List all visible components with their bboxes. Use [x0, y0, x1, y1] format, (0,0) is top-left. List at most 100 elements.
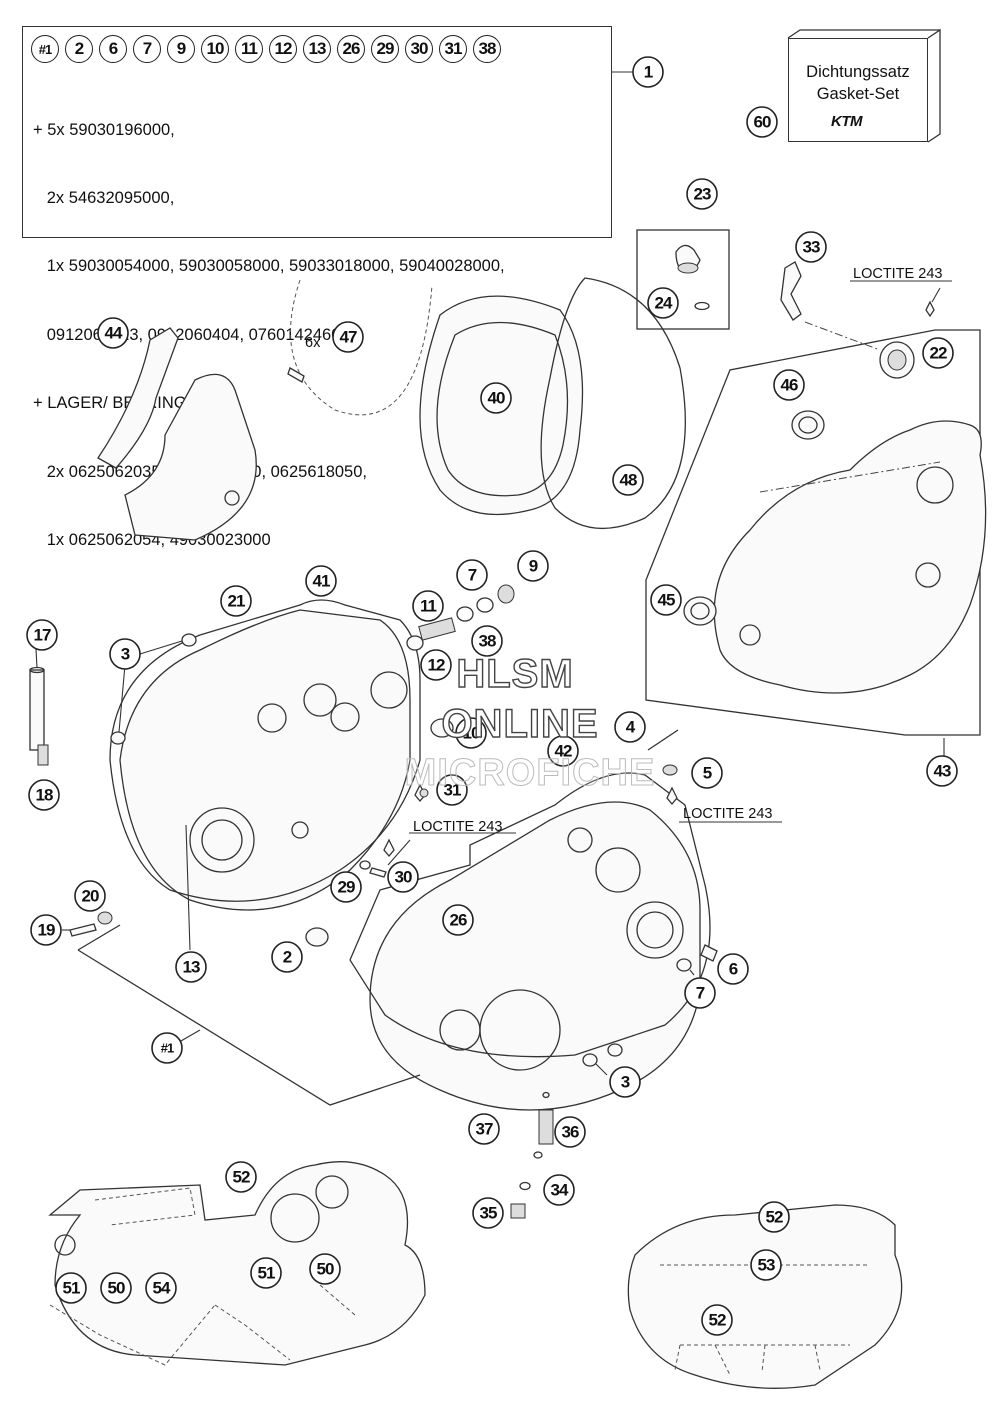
leader-line [139, 640, 183, 655]
washer-20 [97, 911, 113, 925]
callout-number: 19 [38, 921, 55, 940]
callout-number: 51 [63, 1279, 80, 1298]
callout-number: 26 [450, 911, 467, 930]
cover-boss [916, 466, 954, 504]
gasket-set-title-en: Gasket-Set [816, 85, 900, 103]
main-bearing-bore-inner [201, 819, 243, 861]
assembly-outline [77, 949, 421, 1106]
callout-number: 1 [644, 63, 653, 82]
callout-number: 60 [754, 113, 771, 132]
callout-43: 43 [926, 755, 958, 787]
callout-number: 7 [696, 984, 705, 1003]
callout-number: 24 [655, 294, 673, 313]
callout-number: 2 [283, 948, 292, 967]
callout-number: 11 [420, 597, 437, 616]
kit-badge: 9 [167, 35, 195, 63]
callout-number: 7 [468, 566, 477, 585]
callout-number: 33 [803, 238, 820, 257]
callout-13: 13 [175, 951, 207, 983]
screw-19 [69, 923, 97, 937]
assembly-outline [77, 924, 121, 951]
callout-54: 54 [145, 1272, 177, 1304]
clutch-cover [713, 420, 987, 694]
callout-number: 37 [476, 1120, 493, 1139]
callout-7: 7 [456, 559, 488, 591]
oil-filler-plug-base [677, 262, 699, 274]
callout-number: 4 [626, 718, 636, 737]
case-bore [595, 847, 641, 893]
kit-badge: 12 [269, 35, 297, 63]
dowel-3 [181, 633, 197, 647]
callout-48: 48 [612, 464, 644, 496]
callout-9: 9 [517, 550, 549, 582]
callout-44: 44 [97, 317, 129, 349]
callout-number: 17 [34, 626, 51, 645]
callout-number: 42 [555, 742, 572, 761]
seal-ring [533, 1151, 543, 1159]
shaft-seal-45 [683, 596, 717, 626]
callout-number: 48 [620, 471, 637, 490]
callout-34: 34 [543, 1174, 575, 1206]
callout-26: 26 [442, 904, 474, 936]
callout-number: 6 [729, 960, 738, 979]
loctite-label: LOCTITE 243 [683, 806, 772, 822]
callout-number: 12 [428, 656, 445, 675]
bolt-pattern-arc [290, 279, 433, 416]
callout-number: 52 [766, 1208, 783, 1227]
callout-4: 4 [614, 711, 646, 743]
callout-51: 51 [55, 1272, 87, 1304]
callout-number: 22 [930, 344, 947, 363]
loctite-label: LOCTITE 243 [853, 266, 942, 282]
callout-number: 3 [621, 1073, 630, 1092]
right-crankcase-42 [369, 801, 701, 1111]
callout-number: 10 [463, 724, 480, 743]
callout-number: 31 [444, 781, 461, 800]
case-bore [439, 1009, 481, 1051]
callout-number: 21 [228, 592, 245, 611]
spring-36 [538, 1109, 554, 1145]
callout-52: 52 [225, 1161, 257, 1193]
callout-number: 41 [313, 572, 330, 591]
kit-badge: 7 [133, 35, 161, 63]
left-crankcase-41 [119, 609, 411, 911]
callout-52: 52 [758, 1201, 790, 1233]
callout-number: 52 [233, 1168, 250, 1187]
case-bore [330, 702, 360, 732]
loctite-drop [925, 300, 935, 318]
callout-18: 18 [28, 779, 60, 811]
callout-46: 46 [773, 369, 805, 401]
shaft-seal-46 [791, 410, 825, 440]
callout-50: 50 [309, 1253, 341, 1285]
drain-plug-6 [700, 944, 718, 962]
right-crankcase-gasket-outline [349, 772, 711, 1058]
screw-30 [369, 867, 387, 878]
kit-badge: 38 [473, 35, 501, 63]
kit-contents-box: #1 2 6 7 9 10 11 12 13 26 29 30 31 38 + … [22, 26, 612, 549]
chain-guide-44 [124, 373, 257, 541]
callout-35: 35 [472, 1197, 504, 1229]
bracket-33 [780, 261, 802, 321]
callout-number: 13 [183, 958, 200, 977]
washer-29 [359, 860, 371, 870]
kit-badge: 11 [235, 35, 263, 63]
gasket-set-box: Dichtungssatz Gasket-Set KTM [788, 38, 928, 142]
shaft-17 [29, 669, 45, 751]
case-bore [303, 683, 337, 717]
callout-number: 38 [479, 632, 496, 651]
watermark-line: HLSM [456, 651, 574, 696]
callout-12: 12 [420, 649, 452, 681]
callout-1: 1 [632, 56, 664, 88]
clutch-cover-gasket [627, 1204, 903, 1389]
callout-number: 46 [781, 376, 798, 395]
callout-number: 23 [694, 185, 711, 204]
ignition-cover-gasket-40-inner [436, 321, 569, 497]
callout-1-assembly: #1 [151, 1032, 183, 1064]
callout-53: 53 [750, 1249, 782, 1281]
bearing-22-inner [887, 349, 907, 371]
main-bearing-bore [189, 807, 255, 873]
callout-52: 52 [701, 1304, 733, 1336]
callout-5: 5 [691, 757, 723, 789]
o-ring-34 [519, 1181, 531, 1191]
callout-38: 38 [471, 625, 503, 657]
